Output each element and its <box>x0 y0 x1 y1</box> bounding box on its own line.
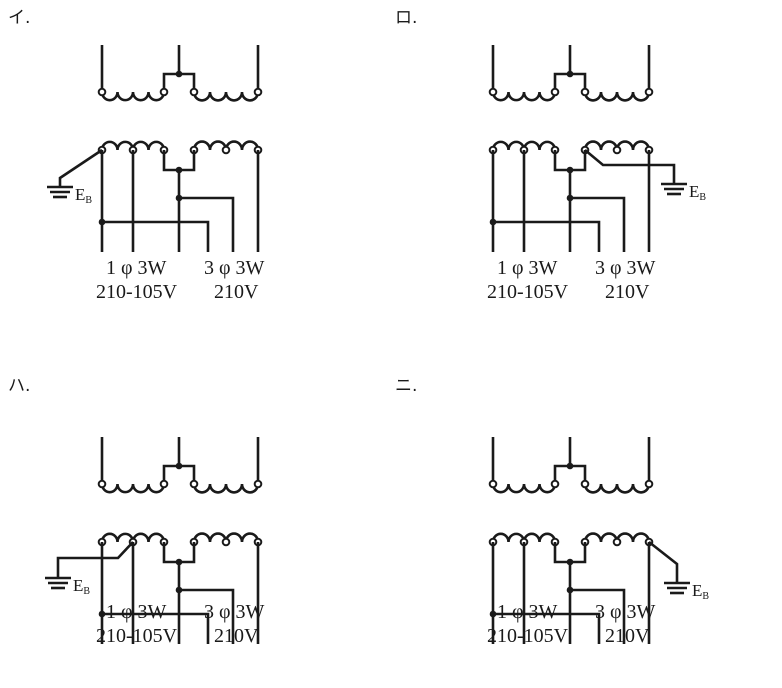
primary-coil-right <box>192 483 260 494</box>
primary-terminal <box>644 87 654 97</box>
caption-three-phase-type: 3 φ 3W <box>595 257 656 279</box>
primary-terminal <box>550 479 560 489</box>
primary-terminal <box>550 87 560 97</box>
line-three-phase-b <box>179 588 235 644</box>
ground-label: EB <box>692 581 709 602</box>
primary-terminal <box>253 87 263 97</box>
line-single-phase-neutral <box>102 220 210 252</box>
transformer-diagram: EB <box>47 45 263 252</box>
primary-terminal <box>580 479 590 489</box>
junction-dot <box>175 558 183 566</box>
ground-wire <box>58 148 103 186</box>
primary-coil-right <box>192 91 260 102</box>
transformer-diagram: EB <box>488 45 706 252</box>
caption-single-phase-type: 1 φ 3W <box>106 601 167 623</box>
junction-dot <box>98 610 106 618</box>
transformer-diagram: EB <box>45 437 263 644</box>
junction-dot <box>489 218 497 226</box>
junction-dot <box>566 586 574 594</box>
primary-terminal <box>488 479 498 489</box>
ground-label: EB <box>689 182 706 203</box>
ground-label: EB <box>73 576 90 597</box>
junction-dot <box>98 218 106 226</box>
primary-terminal <box>97 479 107 489</box>
line-three-phase-b <box>570 588 626 644</box>
ground-wire <box>584 149 676 183</box>
caption-single-phase-voltage: 210-105V <box>96 625 178 647</box>
primary-coil-left <box>100 483 166 494</box>
primary-terminal <box>159 87 169 97</box>
primary-coil-left <box>491 483 557 494</box>
option-label: ハ. <box>8 376 31 396</box>
ground-label-subscript: B <box>85 195 92 206</box>
line-single-phase-neutral <box>102 612 210 644</box>
junction-dot <box>566 558 574 566</box>
primary-terminal <box>644 479 654 489</box>
junction-dot <box>175 586 183 594</box>
junction-dot <box>175 70 183 78</box>
ground-wire <box>648 540 679 582</box>
primary-coil-left <box>491 91 557 102</box>
caption-three-phase-voltage: 210V <box>214 625 259 647</box>
caption-three-phase-type: 3 φ 3W <box>204 257 265 279</box>
option-panel-ni[interactable]: ニ. EB 1 φ 3W 3 φ 3W 210-105V 210V <box>391 344 782 688</box>
ground-label-subscript: B <box>702 591 709 602</box>
caption-single-phase-voltage: 210-105V <box>96 281 178 303</box>
transformer-diagram: EB <box>488 437 709 644</box>
primary-terminal <box>97 87 107 97</box>
primary-coil-left <box>100 91 166 102</box>
secondary-terminal <box>221 145 231 155</box>
ground-label-subscript: B <box>699 192 706 203</box>
caption-three-phase-type: 3 φ 3W <box>595 601 656 623</box>
junction-dot <box>566 462 574 470</box>
caption-single-phase-voltage: 210-105V <box>487 281 569 303</box>
option-label: イ. <box>8 8 31 28</box>
line-three-phase-b <box>570 196 626 252</box>
junction-dot <box>489 610 497 618</box>
junction-dot <box>566 166 574 174</box>
primary-coil-right <box>583 483 651 494</box>
option-panel-i[interactable]: イ. EB 1 φ 3W 3 φ 3W 210-105V 210V <box>0 0 391 344</box>
caption-three-phase-voltage: 210V <box>605 625 650 647</box>
caption-three-phase-type: 3 φ 3W <box>204 601 265 623</box>
primary-terminal <box>189 87 199 97</box>
secondary-terminal <box>612 537 622 547</box>
primary-terminal <box>189 479 199 489</box>
junction-dot <box>566 70 574 78</box>
caption-three-phase-voltage: 210V <box>214 281 259 303</box>
primary-terminal <box>580 87 590 97</box>
line-single-phase-neutral <box>493 612 601 644</box>
line-single-phase-neutral <box>493 220 601 252</box>
secondary-terminal <box>221 537 231 547</box>
caption-single-phase-voltage: 210-105V <box>487 625 569 647</box>
caption-single-phase-type: 1 φ 3W <box>497 257 558 279</box>
ground-label-subscript: B <box>83 586 90 597</box>
line-three-phase-b <box>179 196 235 252</box>
caption-single-phase-type: 1 φ 3W <box>497 601 558 623</box>
primary-terminal <box>488 87 498 97</box>
option-panel-ha[interactable]: ハ. EB 1 φ 3W 3 φ 3W 210-105V 210V <box>0 344 391 688</box>
primary-terminal <box>253 479 263 489</box>
junction-dot <box>175 462 183 470</box>
caption-three-phase-voltage: 210V <box>605 281 650 303</box>
junction-dot <box>175 166 183 174</box>
option-label: ロ. <box>395 8 418 28</box>
junction-dot <box>566 194 574 202</box>
ground-label: EB <box>75 185 92 206</box>
primary-terminal <box>159 479 169 489</box>
ground-wire <box>56 541 134 577</box>
caption-single-phase-type: 1 φ 3W <box>106 257 167 279</box>
option-panel-ro[interactable]: ロ. EB 1 φ 3W 3 φ 3W 210-105V 210V <box>391 0 782 344</box>
primary-coil-right <box>583 91 651 102</box>
option-label: ニ. <box>395 376 418 396</box>
secondary-terminal <box>612 145 622 155</box>
junction-dot <box>175 194 183 202</box>
